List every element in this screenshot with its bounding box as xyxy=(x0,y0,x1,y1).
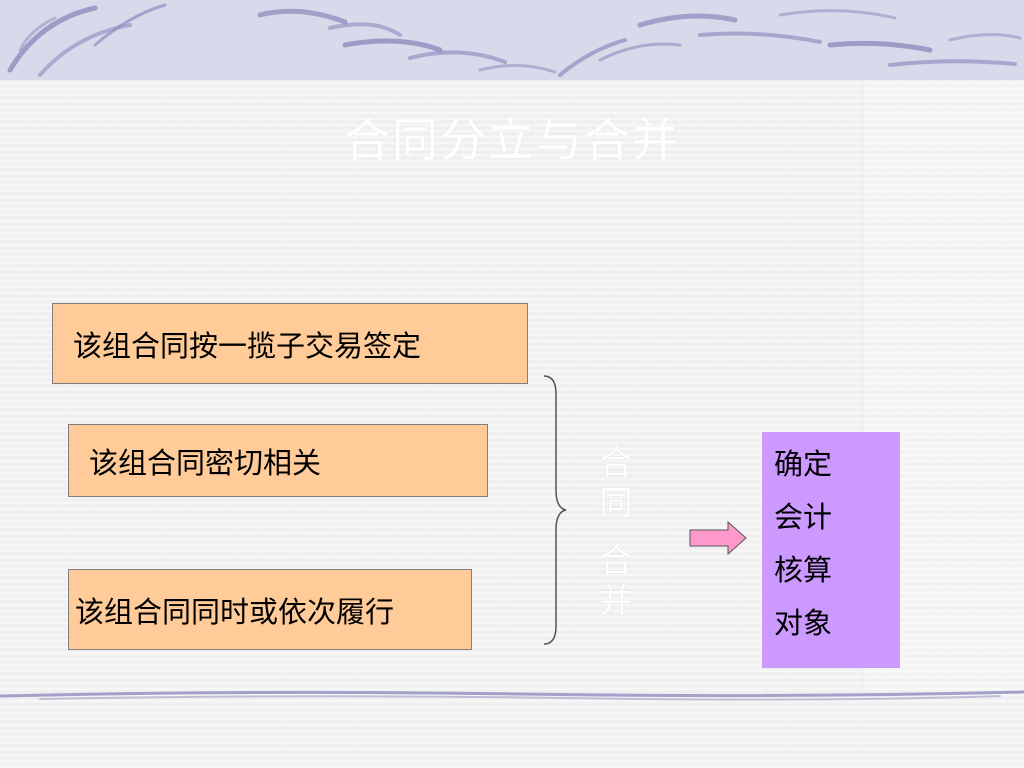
right-curly-brace-icon xyxy=(543,375,567,645)
condition-label-3: 该组合同同时或依次履行 xyxy=(75,594,395,629)
condition-label-1: 该组合同按一揽子交易签定 xyxy=(73,328,422,363)
merge-gap xyxy=(596,523,636,541)
bottom-swirl-line xyxy=(0,690,1024,701)
banner-swirls xyxy=(7,3,1022,77)
merge-char-4: 并 xyxy=(599,581,633,620)
result-line-4: 对象 xyxy=(774,606,833,640)
slide-title: 合同分立与合并 xyxy=(344,113,680,167)
decorative-banner xyxy=(0,0,1024,80)
condition-box-3: 该组合同同时或依次履行 xyxy=(68,569,472,650)
condition-box-1: 该组合同按一揽子交易签定 xyxy=(52,303,528,384)
merge-label: 合 同 合 并 xyxy=(596,443,636,621)
result-line-1: 确定 xyxy=(774,447,833,481)
right-arrow-icon xyxy=(689,520,747,556)
result-box: 确定 会计 核算 对象 xyxy=(762,432,900,668)
decorative-bottom-line xyxy=(0,682,1024,706)
condition-label-2: 该组合同密切相关 xyxy=(89,445,322,480)
result-line-3: 核算 xyxy=(774,553,833,587)
merge-char-2: 同 xyxy=(599,483,633,522)
merge-char-1: 合 xyxy=(599,443,633,482)
condition-box-2: 该组合同密切相关 xyxy=(68,424,488,497)
result-line-2: 会计 xyxy=(774,500,833,534)
merge-char-3: 合 xyxy=(599,541,633,580)
